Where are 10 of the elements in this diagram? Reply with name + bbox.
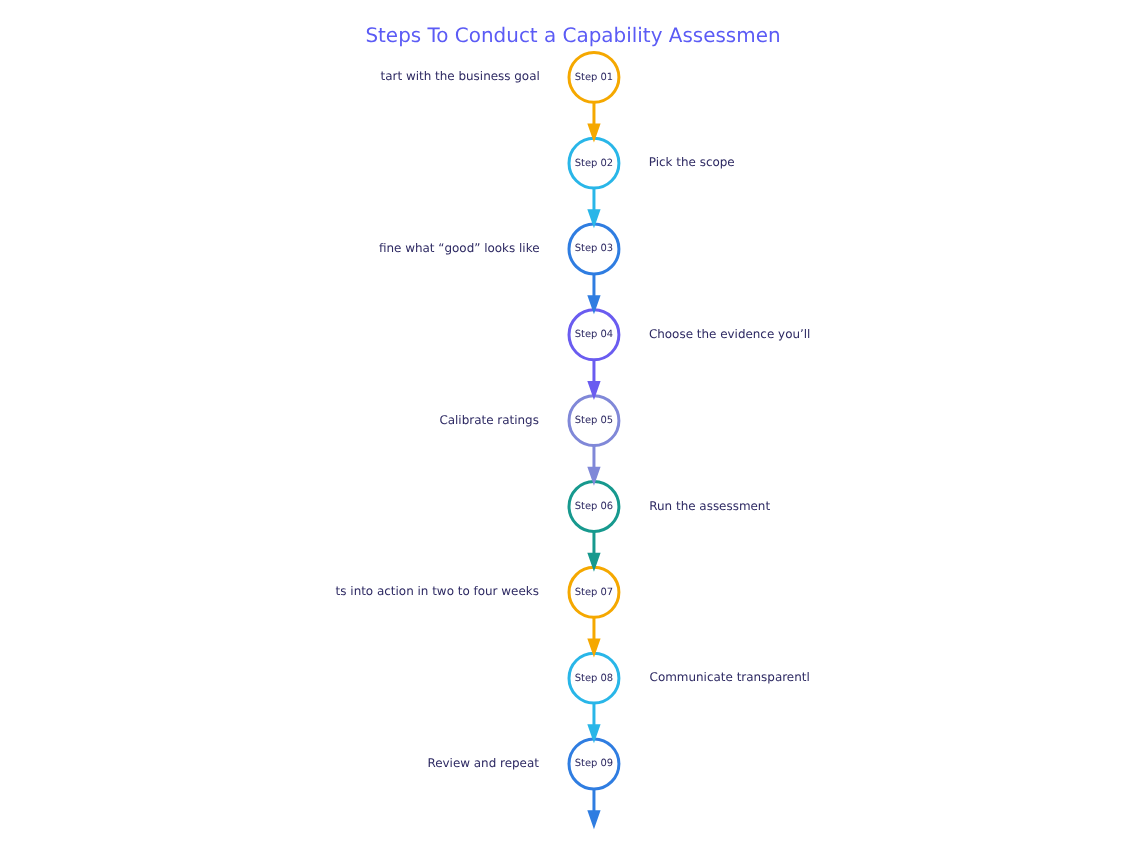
arrow [587,444,601,485]
arrow [587,787,601,829]
arrow [587,273,601,314]
arrow [587,702,601,743]
arrow [587,530,601,571]
arrow [587,616,601,657]
arrow [587,101,601,142]
diagram-title: Steps To Conduct a Capability Assessmen [365,25,781,48]
arrow [587,187,601,228]
arrow [587,359,601,399]
